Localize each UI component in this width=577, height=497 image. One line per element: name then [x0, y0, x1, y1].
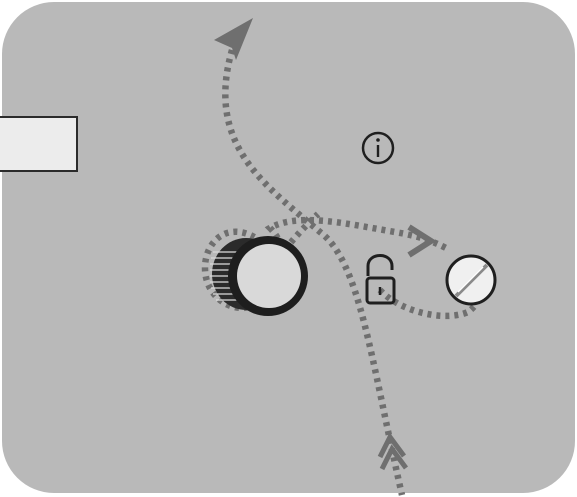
slotted-screw-head-icon[interactable]: [447, 256, 495, 304]
side-tab[interactable]: [0, 117, 77, 171]
